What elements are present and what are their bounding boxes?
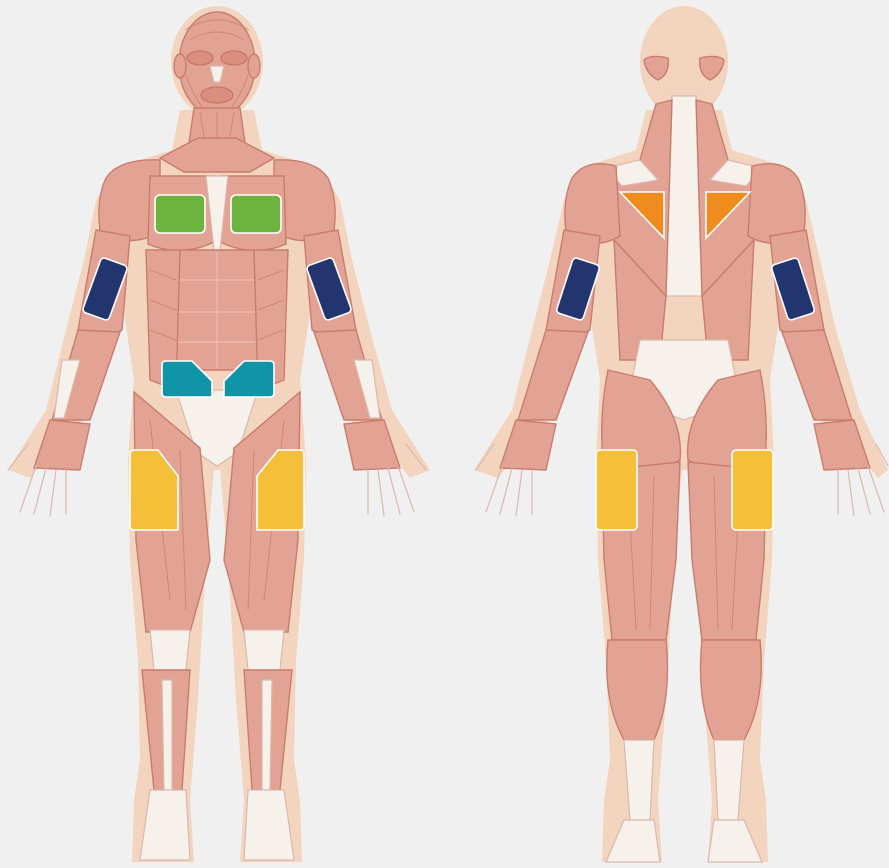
electrode-chest-right[interactable] <box>231 195 281 233</box>
back-view-figure <box>474 6 888 862</box>
electrode-thigh-left-back[interactable] <box>596 450 637 530</box>
electrode-chest-left[interactable] <box>155 195 205 233</box>
electrode-thigh-right-back[interactable] <box>732 450 773 530</box>
front-view-figure <box>8 6 430 862</box>
